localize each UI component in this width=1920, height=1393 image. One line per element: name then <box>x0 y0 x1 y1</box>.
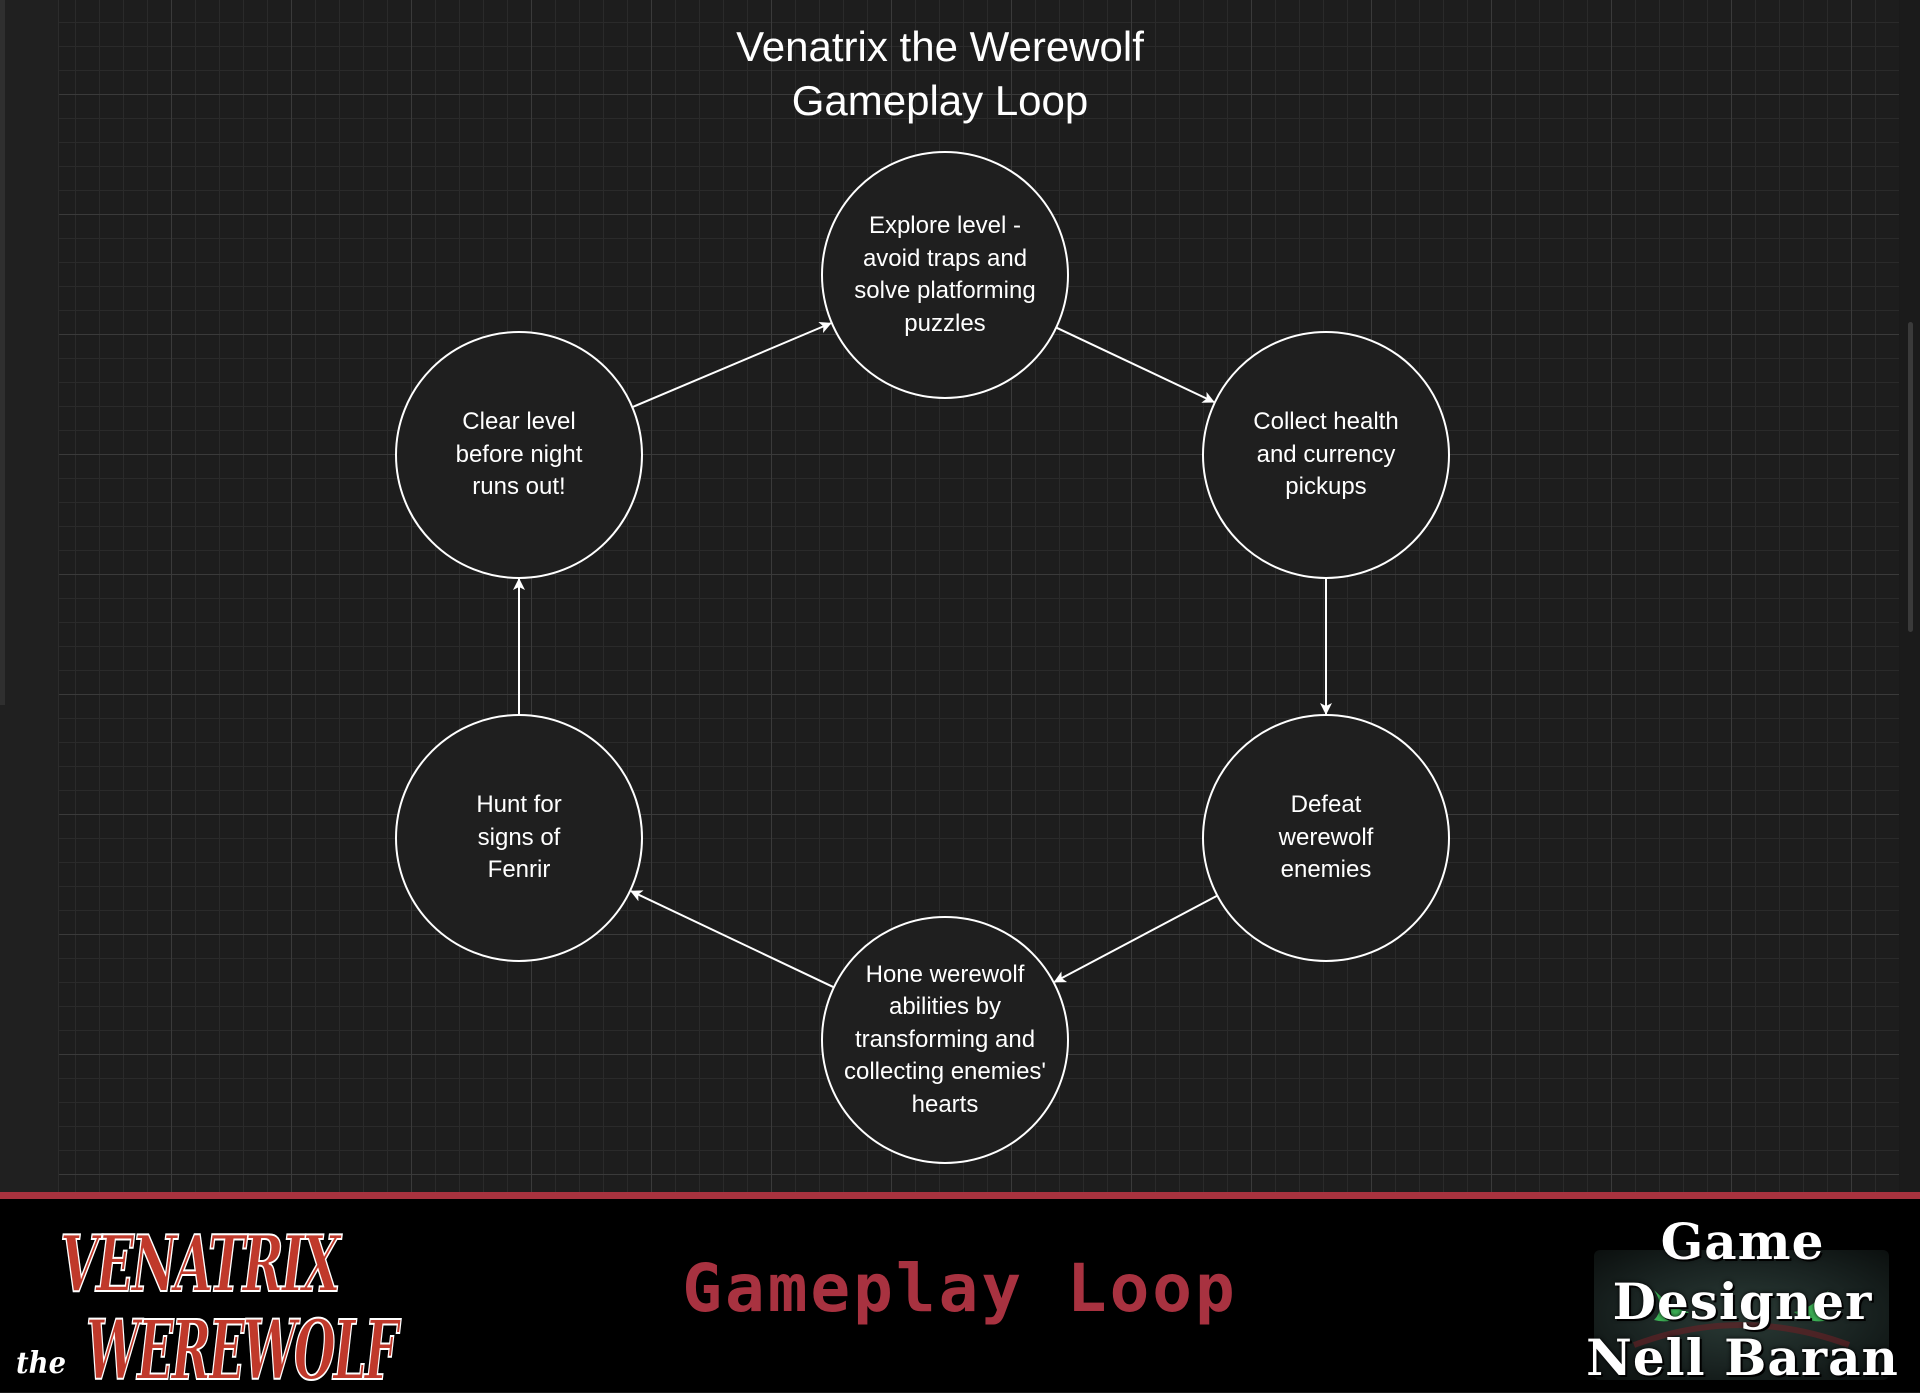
left-sidebar-strip <box>0 0 59 1192</box>
node-label-clear: Clear level before night runs out! <box>455 408 583 501</box>
node-circle-hunt[interactable] <box>395 714 643 962</box>
badge-name: Nell Baran <box>1586 1328 1899 1387</box>
node-circle-clear[interactable] <box>395 331 643 579</box>
badge-title: Game Designer <box>1612 1212 1873 1331</box>
edge-clear-to-explore[interactable] <box>631 322 832 409</box>
vertical-scrollbar[interactable] <box>1908 322 1913 632</box>
node-label-hunt: Hunt for signs of Fenrir <box>476 791 562 884</box>
wolf-eyes-art <box>1594 1250 1889 1380</box>
logo-line2: WEREWOLF <box>86 1303 401 1393</box>
node-circle-explore[interactable] <box>821 151 1069 399</box>
venatrix-logo-art: VENATRIX the WEREWOLF <box>16 1218 406 1393</box>
node-circle-collect[interactable] <box>1202 331 1450 579</box>
footer-banner: VENATRIX the WEREWOLF Gameplay Loop Game… <box>0 1192 1920 1393</box>
edge-hone-to-hunt[interactable] <box>630 890 835 989</box>
diagram-title-line1: Venatrix the Werewolf <box>736 23 1144 70</box>
node-label-hone: Hone werewolf abilities by transforming … <box>843 960 1047 1118</box>
left-strip-edge <box>0 0 5 705</box>
logo-small: the <box>16 1346 66 1381</box>
designer-badge: Game Designer Nell Baran <box>1580 1212 1905 1387</box>
edge-explore-to-collect[interactable] <box>1055 326 1215 403</box>
diagram-title: Venatrix the Werewolf Gameplay Loop <box>640 20 1240 128</box>
section-title: Gameplay Loop <box>682 1250 1238 1327</box>
wolf-eyes-icon <box>1632 1290 1851 1348</box>
node-circle-defeat[interactable] <box>1202 714 1450 962</box>
node-label-explore: Explore level - avoid traps and solve pl… <box>854 212 1036 337</box>
venatrix-logo: VENATRIX the WEREWOLF <box>8 1213 408 1393</box>
logo-line1: VENATRIX <box>60 1219 343 1310</box>
node-circle-hone[interactable] <box>821 916 1069 1164</box>
node-label-collect: Collect health and currency pickups <box>1253 408 1399 501</box>
node-label-defeat: Defeat werewolf enemies <box>1278 791 1374 884</box>
diagram-title-line2: Gameplay Loop <box>791 77 1089 124</box>
loop-diagram <box>395 151 1450 1164</box>
edge-defeat-to-hone[interactable] <box>1053 894 1218 983</box>
